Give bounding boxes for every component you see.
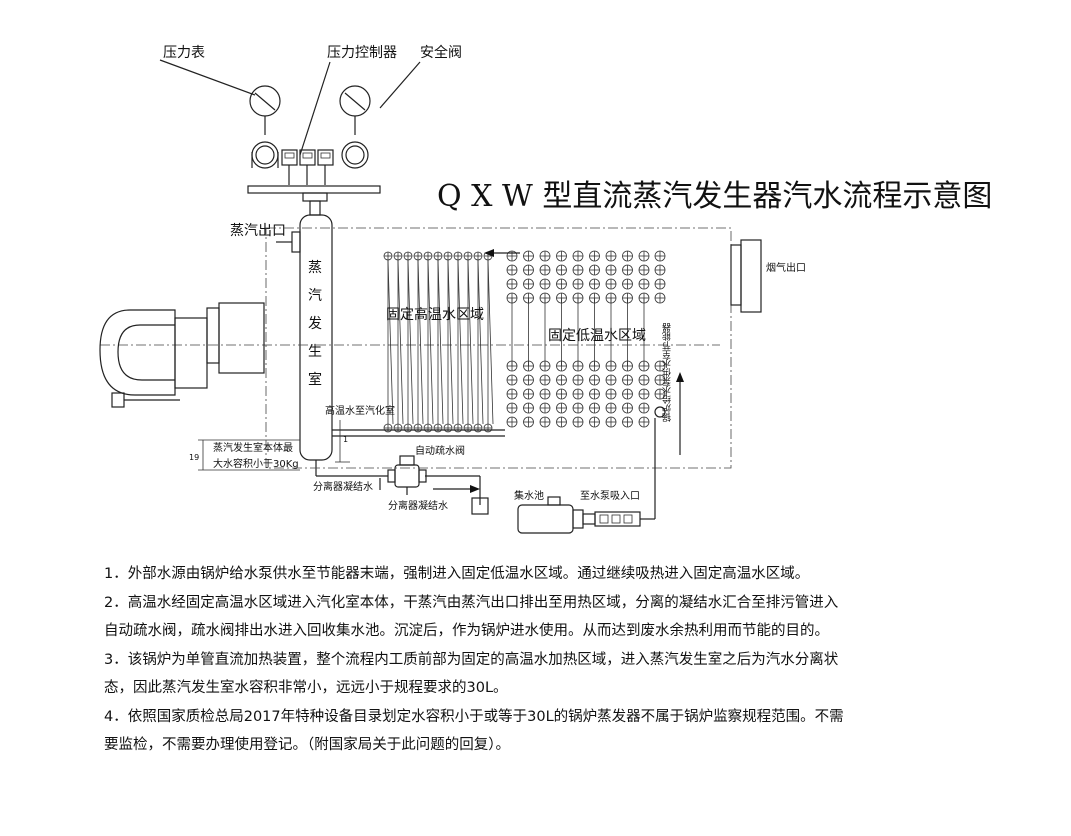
tube-link [387,259,394,425]
note-line: 2．高温水经固定高温水区域进入汽化室本体，干蒸汽由蒸汽出口排出至用热区域，分离的… [104,594,839,611]
pressure-controller-icon [281,149,334,185]
tube-link [397,259,404,425]
pressure-gauge-right-icon [339,85,371,169]
flow-arrows [484,249,684,455]
svg-text:室: 室 [308,371,322,388]
pressure-gauge-left-icon [249,85,281,169]
steam-outlet-label: 蒸汽出口 [230,223,286,239]
flue-outlet-label: 烟气出口 [766,261,806,274]
note-line: 自动疏水阀，疏水阀排出水进入回收集水池。沉淀后，作为锅炉进水使用。从而达到废水余… [104,623,829,639]
feed-pump-icon [517,496,655,534]
pressure-controller-label: 压力控制器 [327,45,397,61]
hot-water-pipe [332,429,505,437]
svg-text:蒸: 蒸 [308,260,322,276]
tube-bank [383,250,666,433]
tube-link [457,259,464,425]
steam-chamber-label: 蒸 汽 发 生 室 [308,260,322,388]
dim-19-label: 19 [189,453,199,462]
chamber-volume-label-2: 大水容积小于30Kg [213,457,299,470]
tube-link [417,259,424,425]
collection-tank-label: 集水池 [514,489,544,502]
note-line: 要监检，不需要办理使用登记。（附国家局关于此问题的回复）。 [104,737,510,753]
svg-text:汽: 汽 [308,288,322,304]
pressure-gauge-label: 压力表 [163,45,205,61]
boiler-housing [99,227,762,469]
safety-valve-label: 安全阀 [420,44,462,61]
note-line: 3．该锅炉为单管直流加热装置，整个流程内工质前部为固定的高温水加热区域，进入蒸汽… [104,651,839,668]
flow-diagram: Q X W 型直流蒸汽发生器汽水流程示意图 [99,44,992,534]
drain-line [315,470,481,498]
tube-link [407,259,414,425]
steam-chamber [276,214,333,470]
tube-link [437,259,444,425]
feed-water-pipe [654,406,666,519]
auto-drain-valve-icon [387,455,427,495]
note-line: 4．依照国家质检总局2017年特种设备目录划定水容积小于或等于30L的锅炉蒸发器… [104,708,844,725]
tube-link [487,259,494,425]
svg-text:发: 发 [308,316,322,332]
dimension-marks [198,420,350,471]
to-pump-inlet-label: 至水泵吸入口 [580,490,640,502]
dim-1-label: 1 [343,435,348,444]
svg-text:生: 生 [308,344,322,360]
low-temp-zone-label: 固定低温水区域 [548,328,646,344]
feed-pump-label: 锅炉给水泵供水至节能器 [663,323,674,422]
high-temp-zone-label: 固定高温水区域 [386,306,484,323]
separator-condensate-label-2: 分离器凝结水 [388,499,448,512]
note-line: 1．外部水源由锅炉给水泵供水至节能器末端，强制进入固定低温水区域。通过继续吸热进… [104,566,810,582]
tube-link [467,259,474,425]
instrument-panel [159,59,421,216]
separator-condensate-label-1: 分离器凝结水 [313,480,373,493]
auto-drain-valve-label: 自动疏水阀 [415,444,465,457]
hot-water-to-chamber-label: 高温水至汽化室 [325,404,395,417]
diagram-title: Q X W 型直流蒸汽发生器汽水流程示意图 [437,179,992,214]
tube-link [427,259,434,425]
notes-section: 1．外部水源由锅炉给水泵供水至节能器末端，强制进入固定低温水区域。通过继续吸热进… [104,560,1004,760]
collection-tank-icon [471,497,489,515]
tube-link [447,259,454,425]
note-line: 态，因此蒸汽发生室水容积非常小，远远小于规程要求的30L。 [104,680,508,696]
chamber-volume-label-1: 蒸汽发生室本体最 [213,441,293,454]
tube-link [477,259,484,425]
